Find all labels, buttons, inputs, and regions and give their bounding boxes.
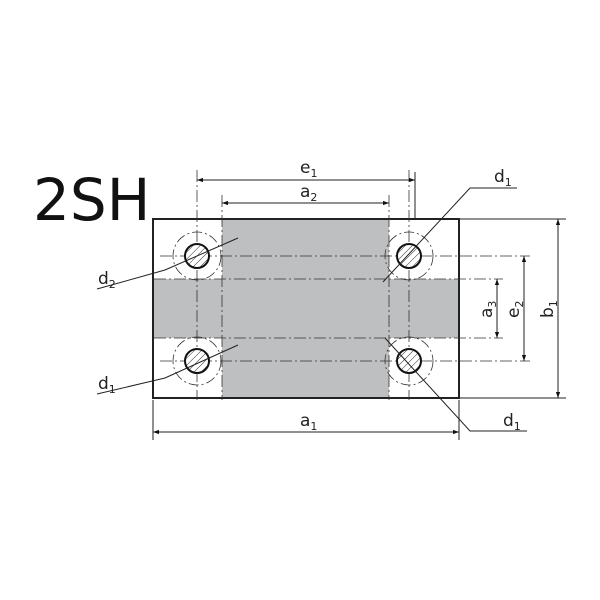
bolt-clearance-circle — [384, 336, 434, 386]
label-d2: d2 — [98, 269, 116, 291]
leader-d1-top — [382, 187, 517, 283]
mounting-holes — [172, 231, 434, 386]
model-title: 2SH — [33, 166, 150, 234]
label-b1: b1 — [538, 300, 560, 318]
label-d1-top: d1 — [494, 167, 512, 189]
leader-d2 — [96, 237, 239, 290]
label-e1: e1 — [300, 158, 317, 180]
label-a2: a2 — [300, 182, 317, 204]
leader-d1-left — [96, 344, 239, 395]
bolt-hole — [396, 243, 422, 269]
label-e2: e2 — [504, 301, 526, 318]
label-a3: a3 — [477, 301, 499, 318]
bolt-hole — [396, 348, 422, 374]
label-d1-right: d1 — [503, 411, 521, 433]
bolt-clearance-circle — [384, 231, 434, 281]
rail-horizontal — [154, 279, 458, 338]
leader-d1-right — [384, 337, 527, 432]
bolt-clearance-circle — [172, 336, 222, 386]
bolt-hole — [184, 348, 210, 374]
label-d1-left: d1 — [98, 374, 116, 396]
bolt-clearance-circle — [172, 231, 222, 281]
label-a1: a1 — [300, 411, 317, 433]
